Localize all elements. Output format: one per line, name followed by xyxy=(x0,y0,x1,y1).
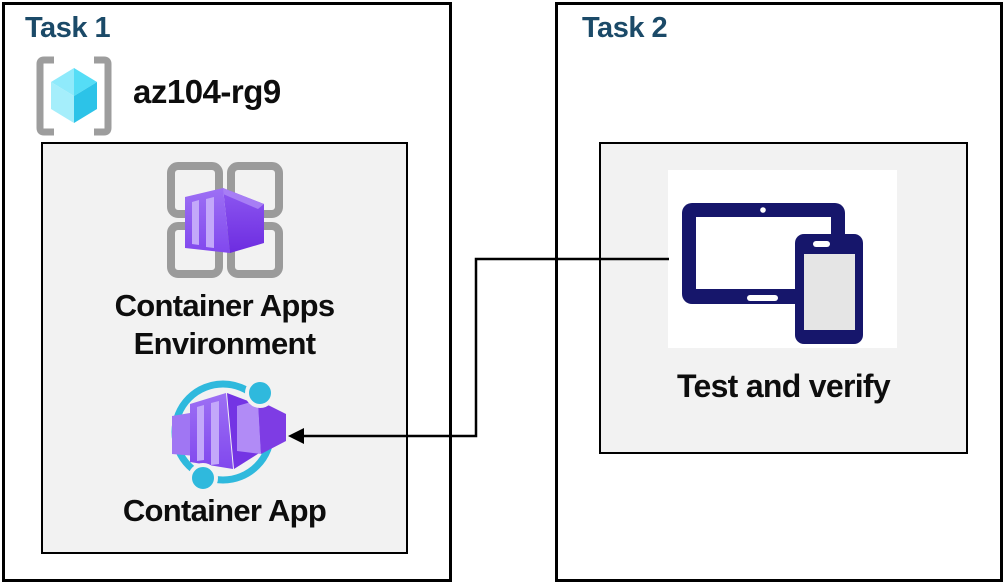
container-app-icon xyxy=(171,378,286,493)
verify-label: Test and verify xyxy=(677,368,891,404)
environment-label-line2: Environment xyxy=(133,326,316,361)
devices-icon-plate xyxy=(668,170,897,348)
container-app-label: Container App xyxy=(122,493,327,528)
resource-group-name: az104-rg9 xyxy=(133,73,281,110)
task1-title: Task 1 xyxy=(25,12,111,44)
environment-label: Container Apps Environment xyxy=(41,287,408,363)
environment-label-line1: Container Apps xyxy=(114,288,336,323)
tablet-phone-icon xyxy=(682,203,863,344)
resource-group-icon xyxy=(36,56,112,136)
task2-title: Task 2 xyxy=(582,12,668,44)
container-apps-environment-icon xyxy=(167,162,283,278)
